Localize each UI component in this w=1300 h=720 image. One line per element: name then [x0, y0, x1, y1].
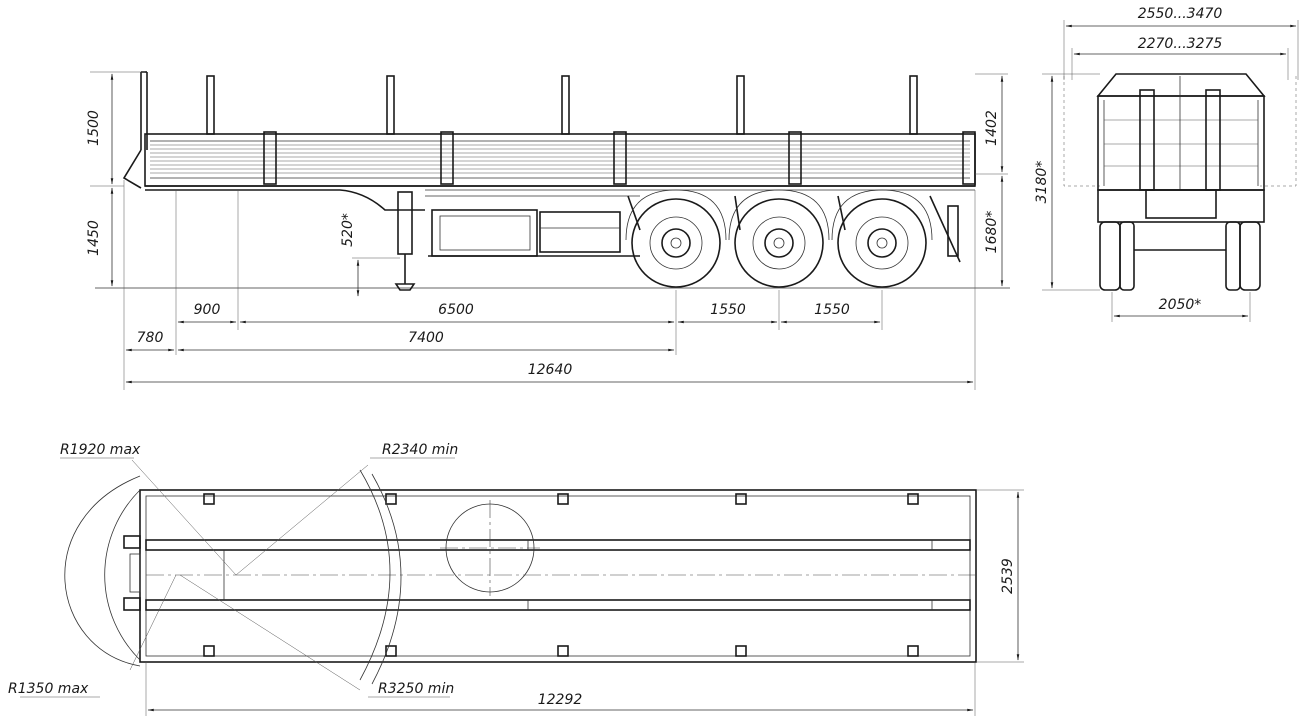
dim-6500: 6500 — [438, 302, 474, 318]
stakes — [206, 75, 918, 135]
dim-1500: 1500 — [86, 110, 102, 146]
dim-12292: 12292 — [538, 692, 583, 708]
dim-7400: 7400 — [408, 330, 444, 346]
dim-r1920: R1920 max — [60, 442, 141, 458]
dim-2550-3470: 2550...3470 — [1138, 6, 1223, 22]
dim-520: 520* — [340, 213, 356, 247]
rear-view: 3180* 2550...3470 2270...3275 — [1034, 6, 1299, 322]
dim-900: 900 — [194, 302, 221, 318]
dim-1402: 1402 — [984, 110, 1000, 146]
wheels — [625, 189, 933, 288]
dim-r3250: R3250 min — [378, 681, 454, 697]
dim-r2340: R2340 min — [382, 442, 458, 458]
dim-1550-b: 1550 — [814, 302, 850, 318]
dim-2050: 2050* — [1159, 297, 1202, 313]
dim-2539: 2539 — [1000, 558, 1016, 594]
dim-1680: 1680* — [984, 211, 1000, 254]
dim-1550-a: 1550 — [710, 302, 746, 318]
dim-2270-3275: 2270...3275 — [1138, 36, 1223, 52]
side-boards — [144, 131, 976, 187]
dim-3180: 3180* — [1034, 161, 1050, 204]
dim-780: 780 — [137, 330, 164, 346]
dim-12640: 12640 — [528, 362, 573, 378]
front-headboard — [122, 71, 148, 189]
dim-r1350: R1350 max — [8, 681, 89, 697]
side-view: 1500 1450 1402 1680* 520* 900 6500 1550 … — [86, 71, 1010, 390]
dim-1450: 1450 — [86, 220, 102, 256]
top-view: R1920 max R2340 min R1350 max R3250 min … — [8, 442, 1024, 716]
